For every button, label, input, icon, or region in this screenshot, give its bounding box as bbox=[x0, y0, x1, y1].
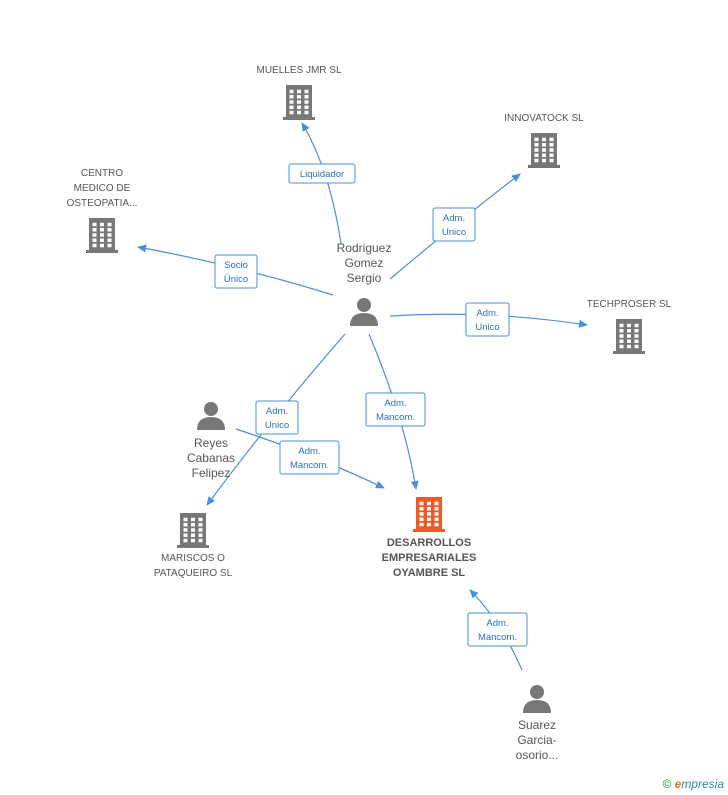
edge-label-rodriguez-techproser: Adm. Unico bbox=[465, 302, 510, 337]
node-suarez[interactable]: SuarezGarcia-osorio... bbox=[516, 685, 559, 762]
edge-label-text: Socio bbox=[224, 260, 248, 271]
edge-label-rodriguez-mariscos: Adm. Unico bbox=[255, 400, 299, 435]
node-label-rodriguez: Rodriguez bbox=[337, 241, 392, 255]
edge-label-text: Adm. bbox=[266, 406, 288, 417]
edge-label-text: Adm. bbox=[384, 398, 406, 409]
node-label-desarrollos: OYAMBRE SL bbox=[393, 567, 466, 579]
node-label-reyes: Cabanas bbox=[187, 451, 235, 465]
brand-e: e bbox=[674, 777, 682, 791]
edge-label-text: Único bbox=[224, 274, 248, 285]
node-label-innovatock: INNOVATOCK SL bbox=[504, 113, 584, 124]
node-label-centro: CENTRO bbox=[81, 168, 123, 179]
edge-label-text: Unico bbox=[442, 227, 466, 238]
node-desarrollos[interactable]: DESARROLLOS EMPRESARIALES OYAMBRE SL bbox=[382, 497, 477, 579]
node-label-desarrollos: DESARROLLOS bbox=[387, 537, 471, 549]
node-label-muelles: MUELLES JMR SL bbox=[256, 65, 341, 76]
building-icon bbox=[177, 513, 209, 548]
node-label-centro: MEDICO DE bbox=[74, 183, 131, 194]
building-icon bbox=[613, 319, 645, 354]
edge-label-text: Mancom. bbox=[376, 412, 415, 423]
edge-label-text: Unico bbox=[475, 322, 499, 333]
person-icon bbox=[523, 685, 551, 713]
node-label-rodriguez: Gomez bbox=[345, 256, 384, 270]
copyright-symbol: © bbox=[662, 777, 672, 791]
building-icon bbox=[283, 85, 315, 120]
edge-label-reyes-desarrollos: Adm. Mancom. bbox=[279, 440, 340, 475]
edge-label-text: Adm. bbox=[443, 213, 465, 224]
building-icon bbox=[86, 218, 118, 253]
node-centro[interactable]: CENTRO MEDICO DE OSTEOPATIA... bbox=[67, 168, 138, 253]
edge-label-text: Adm. bbox=[298, 446, 320, 457]
node-label-reyes: Felipez bbox=[192, 466, 231, 480]
edge-label-suarez-desarrollos: Adm. Mancom. bbox=[467, 612, 528, 647]
node-muelles[interactable]: MUELLES JMR SL bbox=[256, 65, 342, 120]
person-icon bbox=[350, 298, 378, 326]
edge-label-text: Mancom. bbox=[478, 632, 517, 643]
edge-label-rodriguez-innovatock: Adm. Unico bbox=[432, 207, 476, 242]
brand-rest: mpresia bbox=[681, 777, 724, 791]
node-label-suarez: osorio... bbox=[516, 748, 559, 762]
edge-label-text: Unico bbox=[265, 420, 289, 431]
building-icon bbox=[413, 497, 445, 532]
edge-label-text: Liquidador bbox=[300, 169, 344, 180]
edge-labels-layer: LiquidadorAdm.UnicoSocioÚnicoAdm.UnicoAd… bbox=[214, 163, 528, 647]
edge-label-rodriguez-desarrollos: Adm. Mancom. bbox=[365, 392, 426, 427]
node-label-mariscos: MARISCOS O bbox=[161, 553, 225, 564]
node-label-desarrollos: EMPRESARIALES bbox=[382, 552, 477, 564]
node-label-suarez: Garcia- bbox=[517, 733, 556, 747]
edge-label-text: Mancom. bbox=[290, 460, 329, 471]
edge-label-text: Adm. bbox=[476, 308, 498, 319]
node-innovatock[interactable]: INNOVATOCK SL bbox=[504, 113, 584, 168]
edge-label-text: Adm. bbox=[486, 618, 508, 629]
edge-label-rodriguez-muelles: Liquidador bbox=[288, 163, 356, 184]
node-label-mariscos: PATAQUEIRO SL bbox=[154, 568, 233, 579]
node-label-centro: OSTEOPATIA... bbox=[67, 198, 138, 209]
node-mariscos[interactable]: MARISCOS O PATAQUEIRO SL bbox=[154, 513, 233, 579]
node-label-suarez: Suarez bbox=[518, 718, 556, 732]
person-icon bbox=[197, 402, 225, 430]
node-techproser[interactable]: TECHPROSER SL bbox=[587, 299, 672, 354]
building-icon bbox=[528, 133, 560, 168]
node-label-rodriguez: Sergio bbox=[347, 271, 382, 285]
edges-layer bbox=[137, 122, 588, 671]
node-label-reyes: Reyes bbox=[194, 436, 228, 450]
node-label-techproser: TECHPROSER SL bbox=[587, 299, 672, 310]
empresia-watermark: © empresia bbox=[662, 777, 724, 791]
nodes-layer: MUELLES JMR SL INNOVATOCK SL CENTRO MEDICO … bbox=[67, 65, 672, 762]
